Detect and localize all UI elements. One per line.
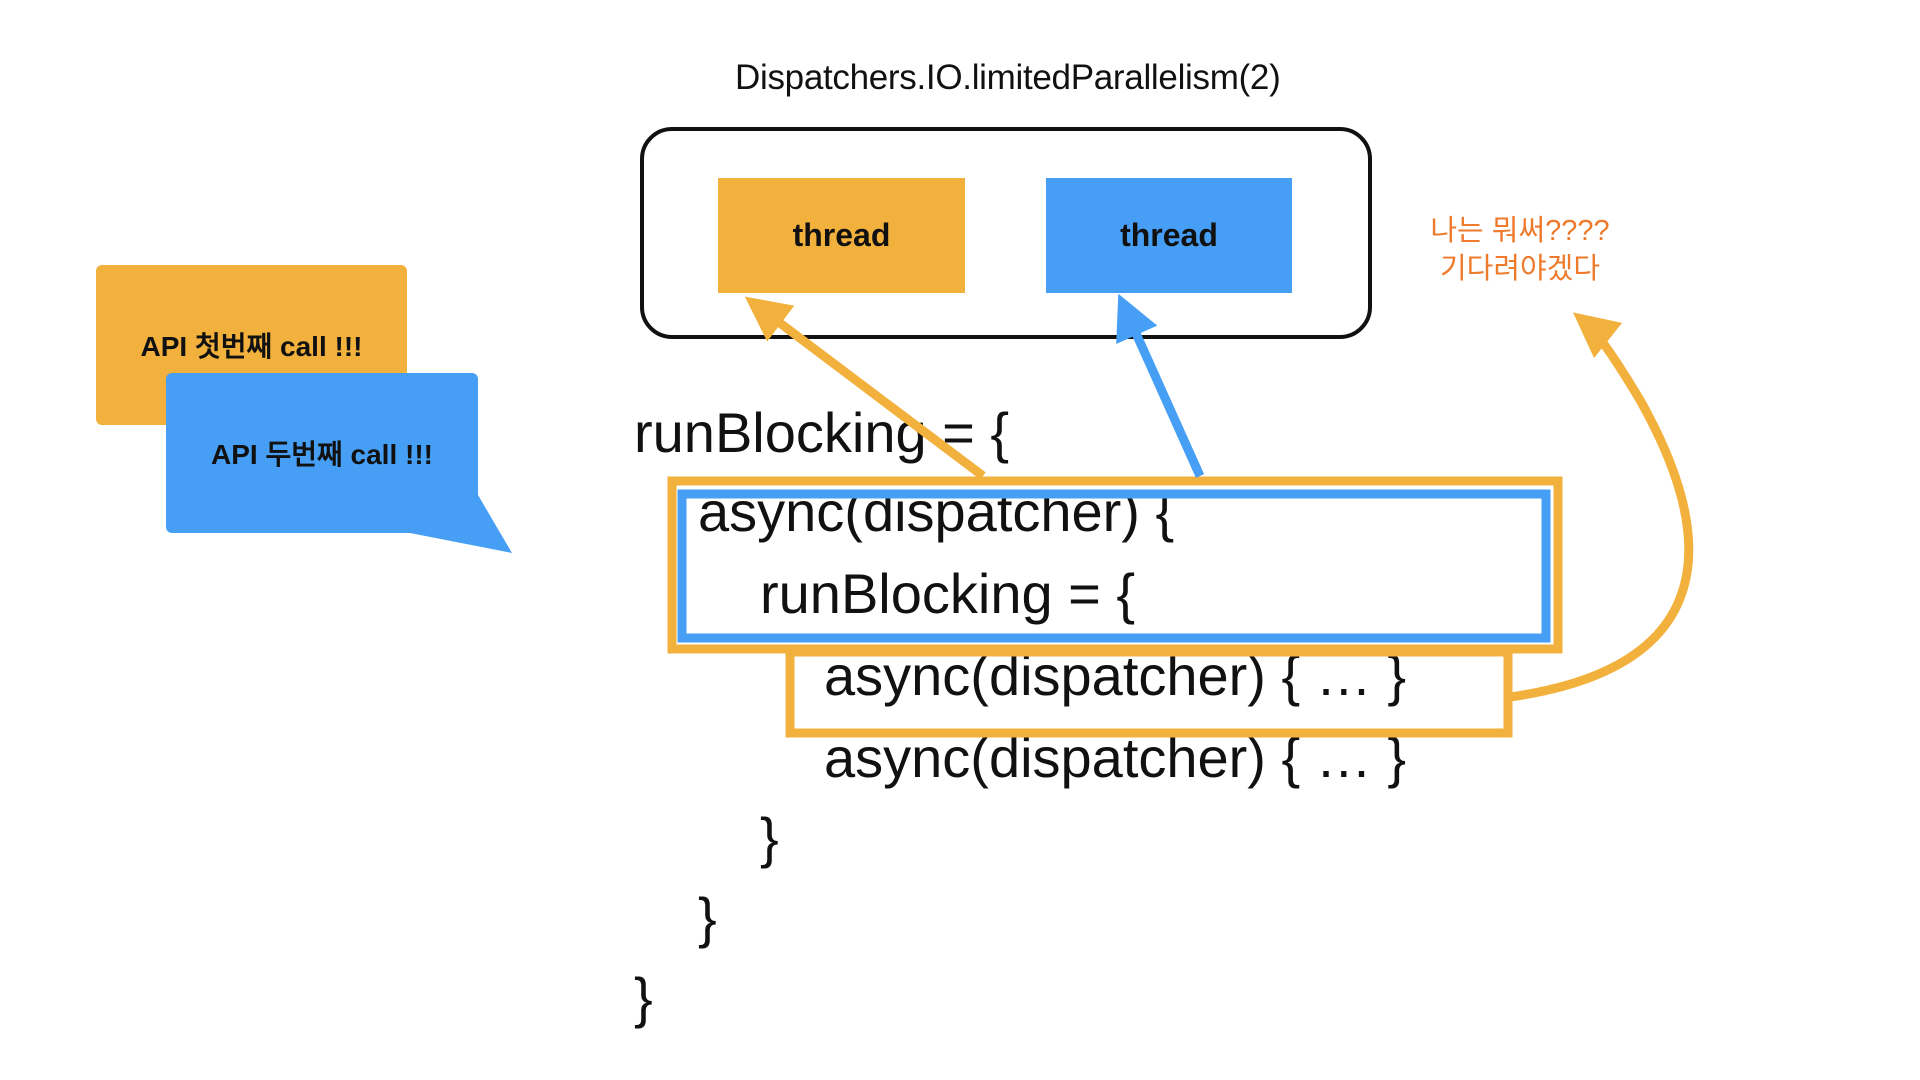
first-call-label: API 첫번째 call !!! — [140, 331, 363, 362]
code-line-5: async(dispatcher) { … } — [824, 726, 1407, 789]
waiting-note: 나는 뭐써???? 기다려야겠다 — [1400, 212, 1640, 288]
thread-box-blue: thread — [1046, 178, 1292, 293]
code-line-1: runBlocking = { — [634, 401, 1010, 464]
orange-curved-arrow-to-note — [1509, 312, 1694, 702]
code-line-4: async(dispatcher) { … } — [824, 644, 1407, 707]
waiting-note-line-1: 나는 뭐써???? — [1430, 215, 1610, 247]
code-line-7: } — [698, 886, 717, 949]
thread-box-orange: thread — [718, 178, 965, 293]
waiting-note-line-2: 기다려야겠다 — [1439, 253, 1601, 285]
code-line-8: } — [634, 966, 653, 1029]
thread-pool-box — [640, 127, 1372, 339]
code-line-3: runBlocking = { — [760, 562, 1136, 625]
speech-bubble-second-call: API 두번째 call !!! — [166, 373, 478, 533]
code-line-6: } — [760, 806, 779, 869]
code-line-2: async(dispatcher) { — [698, 480, 1175, 543]
diagram-title: Dispatchers.IO.limitedParallelism(2) — [735, 58, 1281, 97]
second-call-label: API 두번째 call !!! — [211, 439, 433, 470]
